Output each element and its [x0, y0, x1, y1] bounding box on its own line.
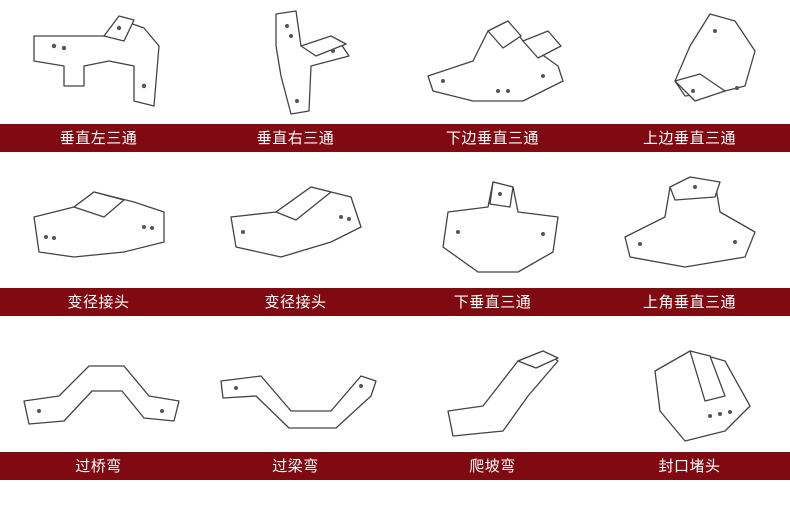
- product-label: 封口堵头: [658, 457, 721, 475]
- product-label: 垂直右三通: [256, 129, 335, 147]
- label-band-row-3: [0, 452, 790, 480]
- label-band-row-1: [0, 124, 790, 152]
- product-label: 下边垂直三通: [445, 129, 539, 147]
- product-label: 过桥弯: [75, 457, 122, 475]
- product-label: 垂直左三通: [59, 129, 138, 147]
- upper-vertical-tee-icon: [591, 6, 788, 118]
- product-label: 上角垂直三通: [642, 293, 736, 311]
- down-vertical-tee-icon: [394, 172, 591, 284]
- product-label: 爬坡弯: [469, 457, 516, 475]
- reducer-icon: [0, 172, 197, 284]
- vertical-left-tee-icon: [0, 6, 197, 118]
- product-label: 下垂直三通: [453, 293, 532, 311]
- beam-bend-icon: [197, 336, 394, 448]
- reducer-offset-icon: [197, 172, 394, 284]
- slope-bend-icon: [394, 336, 591, 448]
- bridge-bend-icon: [0, 336, 197, 448]
- product-label: 变径接头: [264, 293, 327, 311]
- product-label: 过梁弯: [272, 457, 319, 475]
- upper-corner-vertical-tee-icon: [591, 172, 788, 284]
- product-label: 变径接头: [67, 293, 130, 311]
- lower-vertical-tee-icon: [394, 6, 591, 118]
- vertical-right-tee-icon: [197, 6, 394, 118]
- end-cap-icon: [591, 336, 788, 448]
- product-label: 上边垂直三通: [642, 129, 736, 147]
- label-band-row-2: [0, 288, 790, 316]
